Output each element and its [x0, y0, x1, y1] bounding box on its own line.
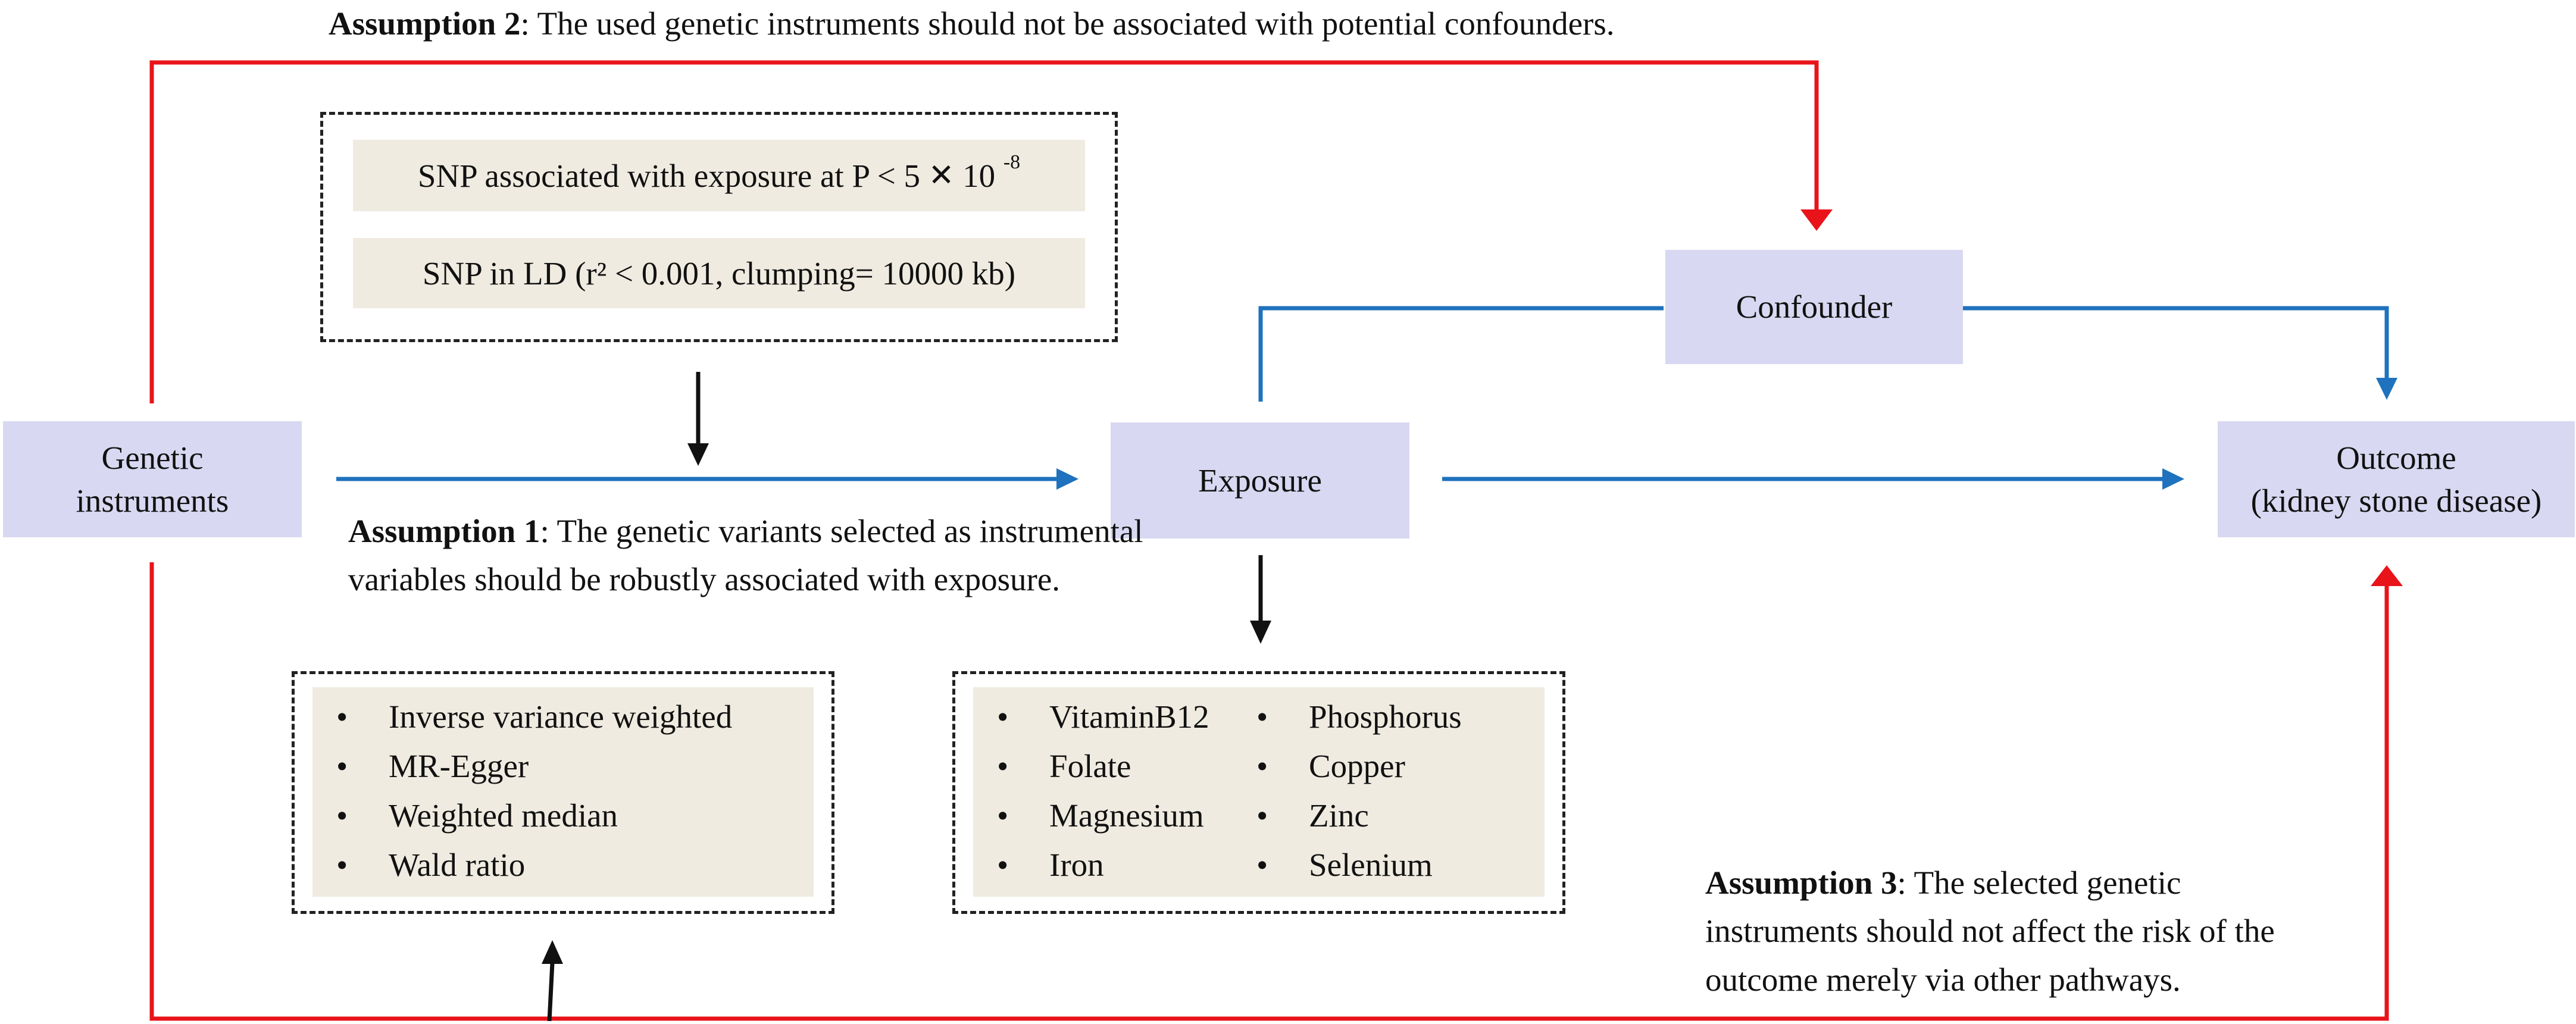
criterion-pvalue-exponent: -8	[1003, 151, 1021, 173]
list-item: Weighted median	[312, 791, 732, 840]
assumption-1: Assumption 1: The genetic variants selec…	[348, 507, 1158, 604]
list-item: Wald ratio	[312, 840, 732, 890]
exposure-list-col1: VitaminB12 Folate Magnesium Iron	[973, 692, 1209, 890]
list-item: Magnesium	[973, 791, 1209, 840]
assumption-2-text: : The used genetic instruments should no…	[520, 5, 1615, 42]
exposure-label: Exposure	[1198, 462, 1322, 499]
criterion-ld: SNP in LD (r² < 0.001, clumping= 10000 k…	[353, 238, 1085, 308]
criterion-ld-text: SNP in LD (r² < 0.001, clumping= 10000 k…	[422, 255, 1016, 292]
exposure-list-col2: Phosphorus Copper Zinc Selenium	[1233, 692, 1462, 890]
assumption-3: Assumption 3: The selected genetic instr…	[1705, 859, 2336, 1004]
assumption-1-text: : The genetic variants selected as instr…	[348, 513, 1143, 598]
mr-methods-box: Inverse variance weighted MR-Egger Weigh…	[292, 671, 834, 914]
list-item: Zinc	[1233, 791, 1462, 840]
list-item: Selenium	[1233, 840, 1462, 890]
list-item: Folate	[973, 741, 1209, 791]
list-item: Iron	[973, 840, 1209, 890]
path-genetic-to-outcome	[149, 562, 2389, 1021]
confounder-label: Confounder	[1736, 289, 1893, 325]
criterion-pvalue-text: SNP associated with exposure at P < 5	[417, 157, 921, 194]
genetic-instruments-label: Genetic instruments	[76, 440, 229, 519]
list-item: Inverse variance weighted	[312, 692, 732, 741]
confounder-node: Confounder	[1665, 250, 1963, 364]
list-item: VitaminB12	[973, 692, 1209, 741]
outcome-sublabel: (kidney stone disease)	[2250, 482, 2542, 519]
criterion-pvalue: SNP associated with exposure at P < 5 ✕ …	[353, 140, 1085, 211]
assumption-3-title: Assumption 3	[1705, 865, 1897, 901]
path-confounder-to-exposure	[1258, 306, 1664, 402]
arrow-methods-up	[547, 962, 555, 1022]
criterion-pvalue-base: 10	[962, 157, 996, 194]
assumption-2-title: Assumption 2	[329, 5, 521, 42]
path-genetic-to-confounder	[149, 60, 1819, 403]
list-item: Copper	[1233, 741, 1462, 791]
list-item: Phosphorus	[1233, 692, 1462, 741]
assumption-1-title: Assumption 1	[348, 513, 540, 549]
times-icon: ✕	[928, 158, 955, 193]
mr-methods-list: Inverse variance weighted MR-Egger Weigh…	[312, 692, 732, 890]
path-confounder-to-outcome	[1963, 306, 2389, 380]
list-item: MR-Egger	[312, 741, 732, 791]
outcome-label: Outcome	[2336, 440, 2456, 476]
outcome-node: Outcome (kidney stone disease)	[2218, 421, 2575, 537]
assumption-2: Assumption 2: The used genetic instrumen…	[329, 0, 1615, 48]
exposure-list-box: VitaminB12 Folate Magnesium Iron Phospho…	[952, 671, 1565, 914]
assumption-3-text: : The selected genetic instruments shoul…	[1705, 865, 2275, 998]
genetic-instruments-node: Genetic instruments	[3, 421, 302, 537]
snp-criteria-box: SNP associated with exposure at P < 5 ✕ …	[320, 112, 1118, 342]
exposure-node: Exposure	[1111, 422, 1409, 538]
